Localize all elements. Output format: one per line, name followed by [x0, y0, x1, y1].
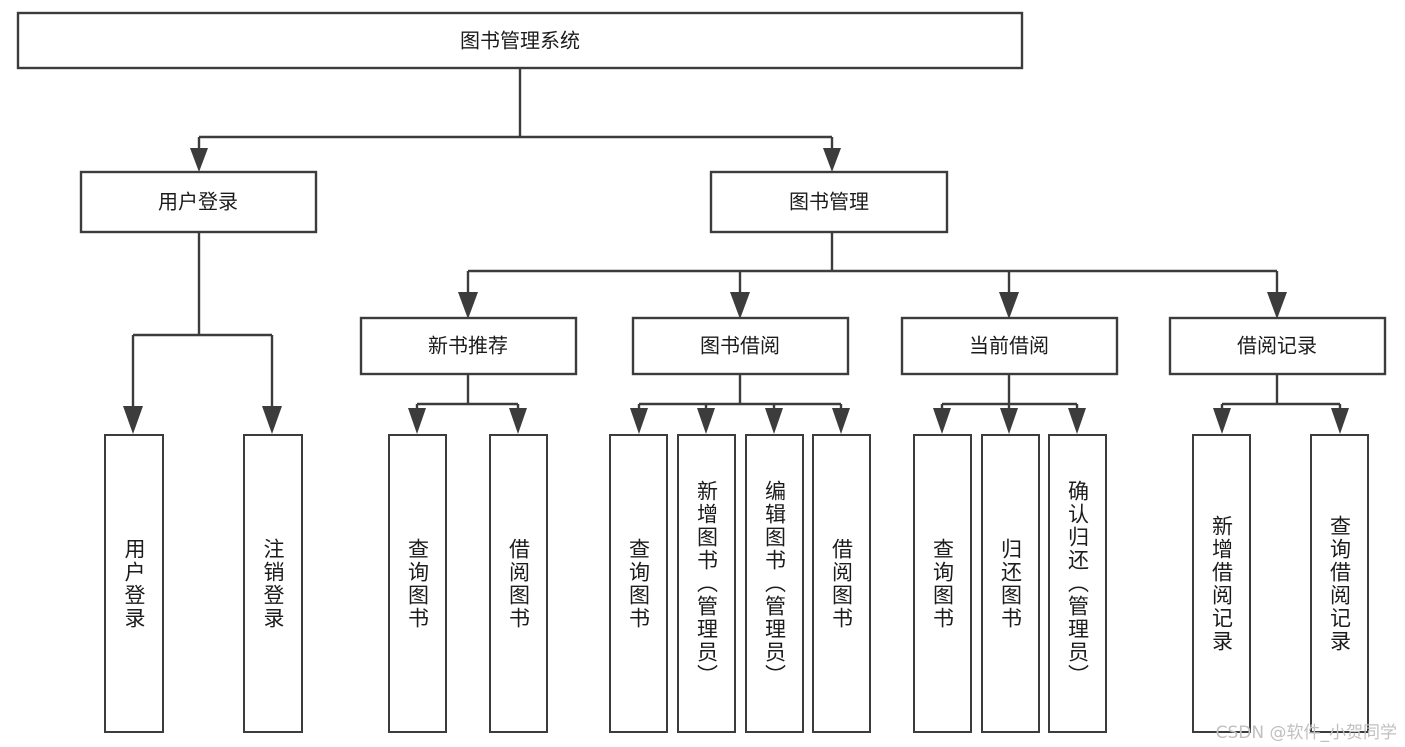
node-user-login[interactable]: 用户登录 — [79, 170, 318, 234]
node-user-login-label: 用户登录 — [158, 190, 238, 214]
leaf-current-return-book[interactable]: 归还图书 — [981, 434, 1040, 733]
leaf-newbook-borrow-book[interactable]: 借阅图书 — [489, 434, 548, 733]
leaf-current-query-book-label: 查询图书 — [930, 537, 955, 630]
node-book-management[interactable]: 图书管理 — [709, 170, 949, 234]
leaf-borrow-add-book[interactable]: 新增图书（管理员） — [677, 434, 736, 733]
leaf-borrow-edit-book-label: 编辑图书（管理员） — [762, 480, 787, 687]
node-current-borrow[interactable]: 当前借阅 — [900, 316, 1119, 376]
leaf-borrow-add-book-label: 新增图书（管理员） — [694, 480, 719, 687]
leaf-newbook-borrow-book-label: 借阅图书 — [506, 537, 531, 630]
leaf-current-confirm-return-label: 确认归还（管理员） — [1065, 480, 1090, 687]
leaf-logout[interactable]: 注销登录 — [243, 434, 303, 733]
leaf-user-login[interactable]: 用户登录 — [104, 434, 164, 733]
leaf-borrow-borrow-book[interactable]: 借阅图书 — [812, 434, 871, 733]
leaf-newbook-query-book[interactable]: 查询图书 — [388, 434, 447, 733]
connector-bookmgmt-to-level3 — [458, 232, 1287, 319]
leaf-logout-label: 注销登录 — [261, 537, 286, 630]
connector-newbook-to-leaves — [408, 374, 527, 434]
leaf-borrow-query-book[interactable]: 查询图书 — [609, 434, 668, 733]
node-book-borrow[interactable]: 图书借阅 — [631, 316, 850, 376]
leaf-borrow-borrow-book-label: 借阅图书 — [829, 537, 854, 630]
node-borrow-record[interactable]: 借阅记录 — [1168, 316, 1387, 376]
leaf-record-add-record-label: 新增借阅记录 — [1209, 514, 1234, 653]
leaf-newbook-query-book-label: 查询图书 — [405, 537, 430, 630]
node-root-label: 图书管理系统 — [460, 29, 580, 53]
leaf-borrow-query-book-label: 查询图书 — [626, 537, 651, 630]
connector-currentborrow-to-leaves — [933, 374, 1086, 434]
node-new-book-recommend[interactable]: 新书推荐 — [359, 316, 578, 376]
leaf-record-add-record[interactable]: 新增借阅记录 — [1192, 434, 1251, 733]
node-current-borrow-label: 当前借阅 — [969, 334, 1049, 358]
connector-bookborrow-to-leaves — [630, 374, 850, 434]
leaf-record-query-record[interactable]: 查询借阅记录 — [1310, 434, 1369, 733]
leaf-user-login-label: 用户登录 — [122, 537, 147, 630]
leaf-current-confirm-return[interactable]: 确认归还（管理员） — [1048, 434, 1107, 733]
connector-borrowrecord-to-leaves — [1213, 374, 1349, 434]
connector-root-to-level2 — [190, 68, 841, 172]
node-new-book-recommend-label: 新书推荐 — [428, 334, 508, 358]
leaf-record-query-record-label: 查询借阅记录 — [1327, 514, 1352, 653]
node-book-management-label: 图书管理 — [789, 190, 869, 214]
node-root[interactable]: 图书管理系统 — [16, 11, 1024, 70]
node-borrow-record-label: 借阅记录 — [1237, 334, 1317, 358]
node-book-borrow-label: 图书借阅 — [700, 334, 780, 358]
connector-userlogin-to-leaves — [123, 232, 282, 434]
leaf-current-return-book-label: 归还图书 — [998, 537, 1023, 630]
leaf-current-query-book[interactable]: 查询图书 — [913, 434, 972, 733]
leaf-borrow-edit-book[interactable]: 编辑图书（管理员） — [745, 434, 804, 733]
